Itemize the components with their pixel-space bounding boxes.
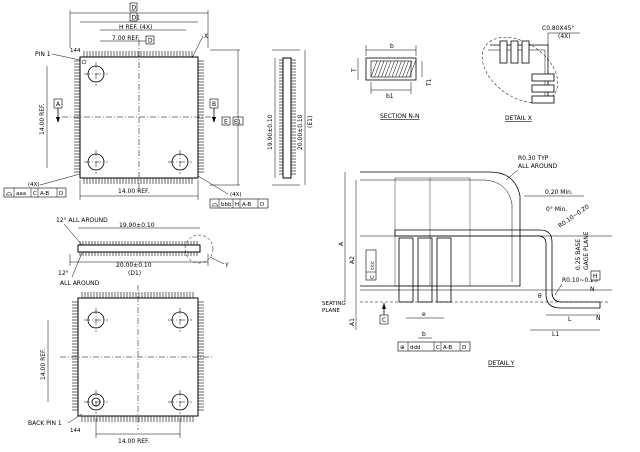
fcf-ddd-d: D bbox=[462, 345, 466, 351]
ref-700-label: 7.00 REF. bbox=[112, 35, 140, 42]
fcf-ddd: ⊕ ddd C A-B D bbox=[397, 341, 471, 352]
detail-x-title: DETAIL X bbox=[505, 115, 532, 122]
all-around-bottom: ALL AROUND bbox=[60, 280, 100, 287]
dim-e: e bbox=[422, 311, 426, 318]
side-e1-label: (E1) bbox=[307, 116, 314, 128]
fcf-left-tol: aaa bbox=[16, 191, 26, 197]
fcf-right-h: H bbox=[235, 202, 239, 208]
dim-L1: L1 bbox=[552, 331, 559, 338]
gauge-025-label: 0.25 BASE bbox=[575, 239, 582, 270]
datum-E1-box: E1 bbox=[234, 120, 241, 126]
fcf-ccc: ccc C bbox=[365, 249, 377, 281]
fcf-right-ab: A-B bbox=[242, 202, 251, 208]
side-view-horizontal: 12° ALL AROUND 19.90±0.10 20.00±0.10 (D1… bbox=[56, 217, 229, 287]
pin1-label: PIN 1 bbox=[35, 51, 51, 58]
detail-y: A A2 A1 SEATING PLANE C ccc C e b ⊕ ddd bbox=[322, 155, 612, 367]
detail-x-callout: X bbox=[204, 33, 208, 40]
fcf-ddd-ab: A-B bbox=[443, 345, 452, 351]
angle-bottom: 12° bbox=[58, 270, 69, 277]
all-around-label: ALL AROUND bbox=[518, 163, 558, 170]
side-h-1990: 19.90±0.10 bbox=[119, 222, 155, 229]
chamfer-count: (4X) bbox=[558, 33, 571, 40]
datum-A-box: A bbox=[56, 101, 61, 108]
dim-N-bottom: N bbox=[596, 315, 601, 322]
seating-label: SEATING bbox=[322, 301, 346, 307]
bottom-ref-1400-left: 14.00 REF. bbox=[40, 348, 47, 380]
fcf-right-tol: bbb bbox=[221, 202, 232, 208]
section-b-label: b bbox=[390, 43, 394, 50]
dim-b: b bbox=[422, 331, 426, 338]
r030-label: R0.30 TYP bbox=[518, 155, 549, 162]
detail-y-callout: Y bbox=[224, 262, 229, 269]
chamfer-label: C0.80X45° bbox=[542, 25, 574, 32]
pin1-dot bbox=[81, 59, 87, 65]
angle-all-around: 12° ALL AROUND bbox=[56, 217, 108, 224]
bottom-pin144: 144 bbox=[70, 428, 81, 434]
r-bottom-label: R0.10~0.20 bbox=[562, 277, 598, 284]
top-view: D D1 H REF. (4X) 7.00 REF. D X PIN 1 144… bbox=[3, 2, 269, 209]
min-020-label: 0.20 Min. bbox=[545, 189, 573, 196]
fcf-left-d: D bbox=[59, 191, 63, 197]
section-T-label: T bbox=[351, 68, 358, 73]
section-T1-label: T1 bbox=[426, 78, 433, 87]
datum-C-box: C bbox=[382, 317, 386, 324]
dim-D-label: D bbox=[132, 5, 137, 12]
note-4x-right: (4X) bbox=[230, 192, 242, 198]
h-ref-label: H REF. (4X) bbox=[119, 24, 152, 31]
dim-A: A bbox=[338, 241, 345, 246]
dim-A2: A2 bbox=[349, 256, 356, 264]
svg-text:⊕: ⊕ bbox=[400, 345, 405, 351]
fcf-ddd-tol: ddd bbox=[410, 345, 420, 351]
detail-y-title: DETAIL Y bbox=[488, 360, 515, 367]
back-pin1-label: BACK PIN 1 bbox=[28, 420, 62, 427]
fcf-ccc-c: C bbox=[370, 275, 376, 279]
dim-N-top: N bbox=[590, 286, 595, 293]
ref-1400-bottom-label: 14.00 REF. bbox=[118, 188, 150, 195]
note-4x-left: (4X) bbox=[28, 182, 40, 188]
fcf-ccc-tol: ccc bbox=[370, 261, 376, 270]
ref-1400-left-label: 14.00 REF. bbox=[39, 103, 46, 135]
dim-L: L bbox=[568, 316, 572, 323]
datum-B-box: B bbox=[212, 101, 216, 108]
fcf-right: bbb H A-B D bbox=[209, 198, 269, 209]
datum-D-box: D bbox=[148, 38, 153, 45]
fcf-ddd-c: C bbox=[436, 345, 440, 351]
fcf-left-c: C bbox=[33, 191, 37, 197]
side-h-d1: (D1) bbox=[128, 270, 141, 277]
datum-E-box: E bbox=[224, 119, 228, 126]
zero-min-label: 0° Min. bbox=[546, 206, 567, 213]
detail-y-circle bbox=[184, 234, 214, 264]
fcf-left: aaa C A-B D bbox=[3, 187, 67, 198]
fcf-left-ab: A-B bbox=[40, 191, 49, 197]
section-nn-title: SECTION N-N bbox=[380, 113, 419, 120]
pin144-label: 144 bbox=[70, 48, 81, 54]
side-1990-label: 19.90±0.10 bbox=[267, 114, 274, 150]
top-view-pins bbox=[74, 51, 204, 184]
datum-H-box: H bbox=[593, 273, 598, 280]
bottom-ref-1400-bottom: 14.00 REF. bbox=[118, 438, 150, 445]
plane-label: PLANE bbox=[322, 308, 340, 314]
section-b1-label: b1 bbox=[386, 93, 394, 100]
fcf-right-d: D bbox=[260, 202, 264, 208]
side-view-vertical: 19.90±0.10 20.00±0.10 (E1) bbox=[267, 49, 314, 186]
side-2000-label: 20.00±0.10 bbox=[297, 114, 304, 150]
section-nn: b b1 T T1 SECTION N-N bbox=[351, 43, 433, 120]
bottom-view: 14.00 REF. BACK PIN 1 144 14.00 REF. bbox=[28, 285, 212, 445]
theta-label: θ bbox=[538, 293, 542, 300]
dim-D1-label: D1 bbox=[132, 15, 141, 22]
dim-A1: A1 bbox=[349, 318, 356, 326]
side-h-2000: 20.00±0.10 bbox=[116, 262, 152, 269]
detail-x: C0.80X45° (4X) DETAIL X bbox=[482, 25, 580, 122]
gauge-plane-label: GAGE PLANE bbox=[583, 231, 590, 270]
